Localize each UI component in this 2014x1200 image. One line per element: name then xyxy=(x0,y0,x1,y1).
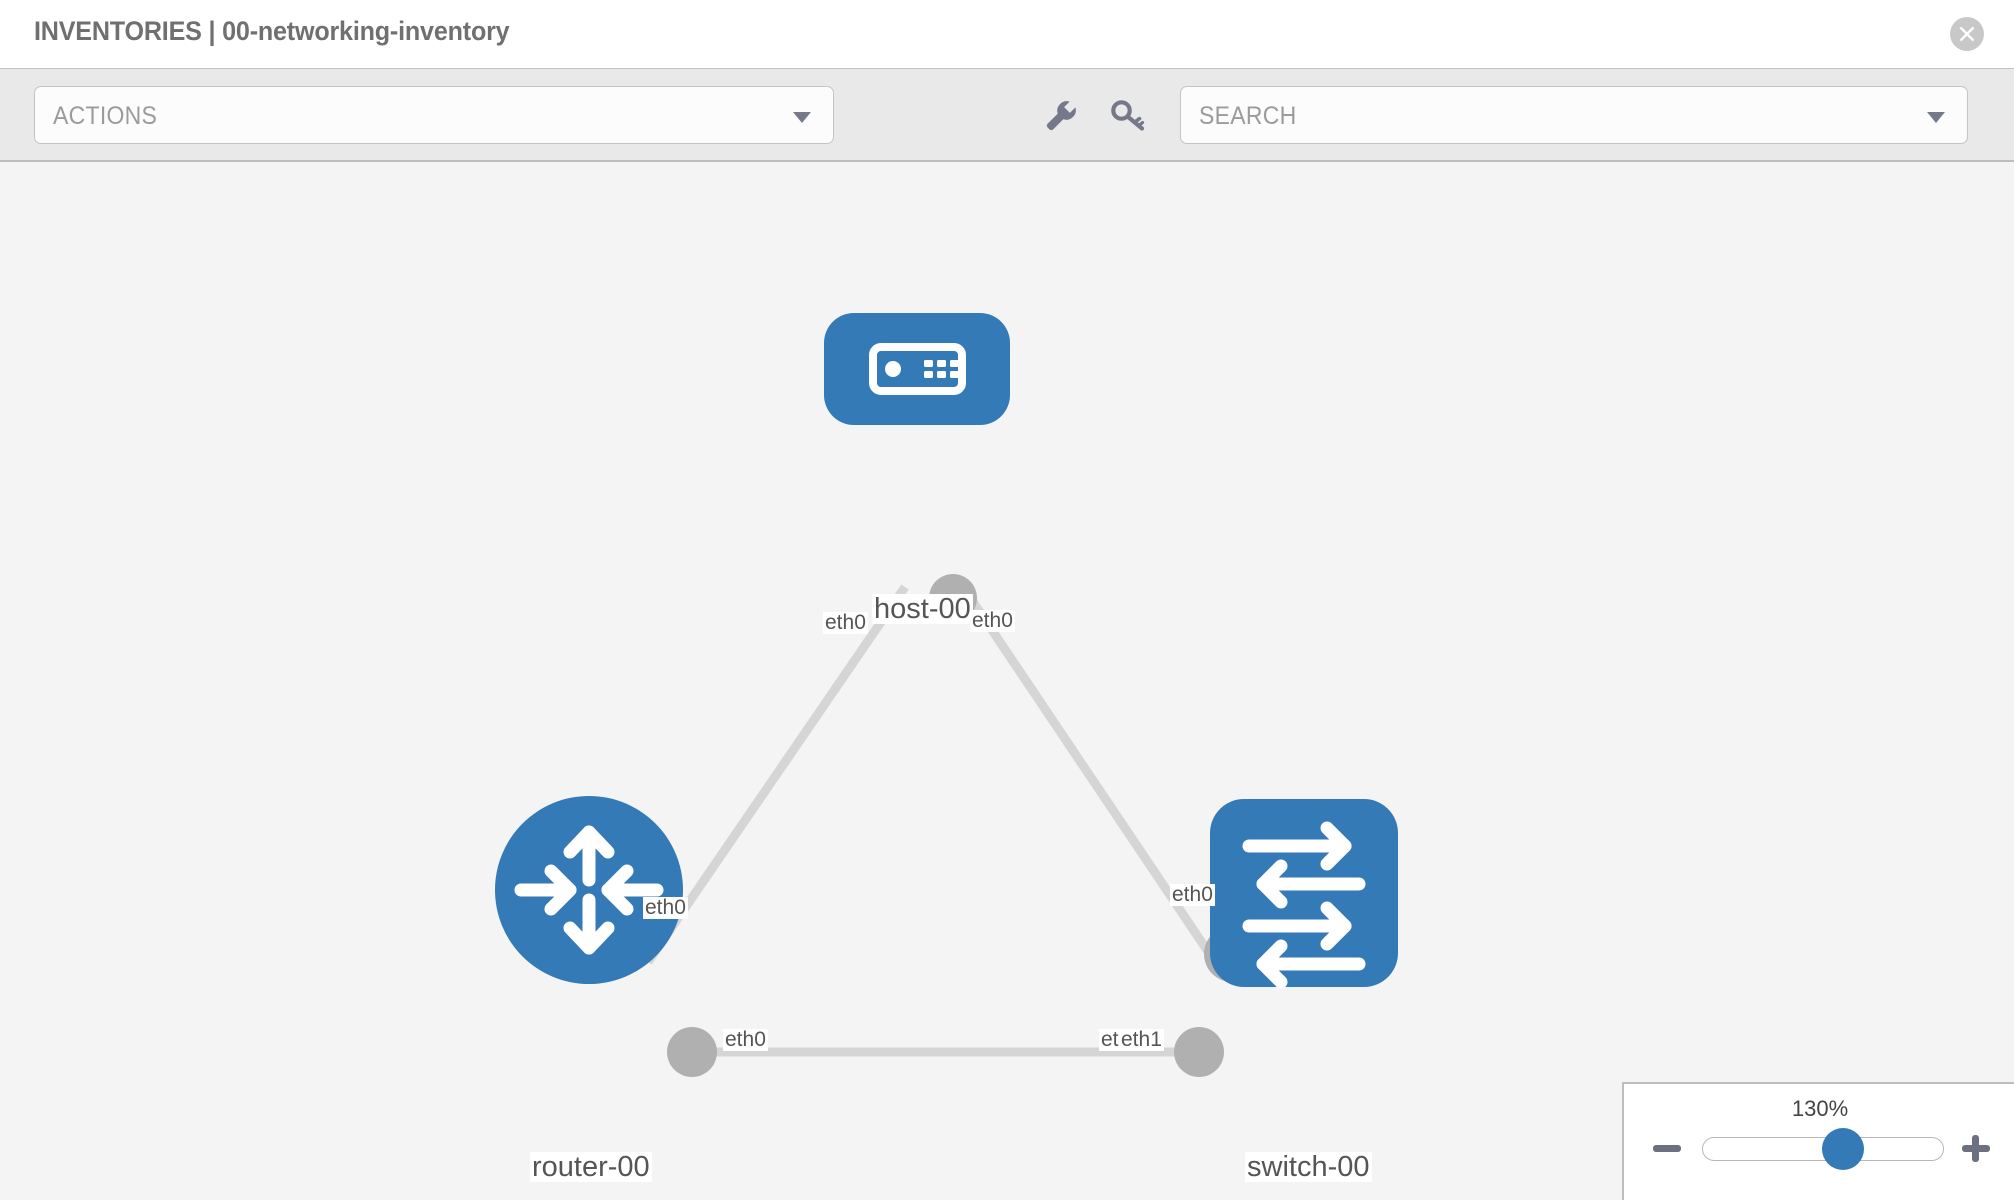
interface-label-switch-eth1: eth1 xyxy=(1119,1028,1164,1052)
search-input[interactable]: SEARCH xyxy=(1180,86,1968,144)
window-header: INVENTORIES | 00-networking-inventory xyxy=(0,0,2014,68)
toolbar: ACTIONS SEARCH xyxy=(0,68,2014,162)
server-icon-details xyxy=(885,360,959,378)
node-switch-00 xyxy=(1210,799,1398,989)
interface-label-router-eth0: eth0 xyxy=(723,1028,768,1052)
minus-icon[interactable] xyxy=(1651,1132,1683,1164)
plus-icon[interactable] xyxy=(1960,1132,1992,1164)
port-router-eth0 xyxy=(667,1027,717,1077)
node-label-router-00: router-00 xyxy=(530,1151,652,1183)
actions-dropdown-label: ACTIONS xyxy=(53,102,158,130)
interface-label-router-eth0-up: eth0 xyxy=(643,896,688,920)
topology-canvas[interactable]: host-00 router-00 switch-00 eth0 eth0 et… xyxy=(0,162,2014,1200)
chevron-down-icon xyxy=(793,112,811,123)
page-title: INVENTORIES | 00-networking-inventory xyxy=(34,16,510,46)
topology-ports xyxy=(667,574,1260,1077)
zoom-slider-thumb[interactable] xyxy=(1822,1128,1864,1170)
actions-dropdown[interactable]: ACTIONS xyxy=(34,86,834,144)
node-label-host-00: host-00 xyxy=(872,593,973,625)
edge-router-host xyxy=(644,584,909,965)
interface-label-host-eth0-right: eth0 xyxy=(970,609,1015,633)
router-arrows-icon xyxy=(514,825,664,955)
chevron-down-icon[interactable] xyxy=(1927,112,1945,123)
close-icon[interactable] xyxy=(1950,17,1984,51)
node-label-switch-00: switch-00 xyxy=(1245,1151,1372,1183)
interface-label-host-eth0-left: eth0 xyxy=(823,611,868,635)
key-icon[interactable] xyxy=(1108,95,1148,135)
wrench-icon[interactable] xyxy=(1040,95,1080,135)
server-icon xyxy=(869,343,966,395)
node-host-00 xyxy=(824,313,1010,425)
search-placeholder: SEARCH xyxy=(1199,102,1297,130)
zoom-level-value: 130% xyxy=(1791,1096,1849,1121)
zoom-control-panel: 130% xyxy=(1622,1082,2014,1200)
interface-label-switch-eth0-up: eth0 xyxy=(1170,883,1215,907)
switch-arrows-icon xyxy=(1242,821,1366,989)
topology-edges xyxy=(644,584,1219,1057)
port-switch-eth1 xyxy=(1174,1027,1224,1077)
node-router-00 xyxy=(495,796,683,984)
